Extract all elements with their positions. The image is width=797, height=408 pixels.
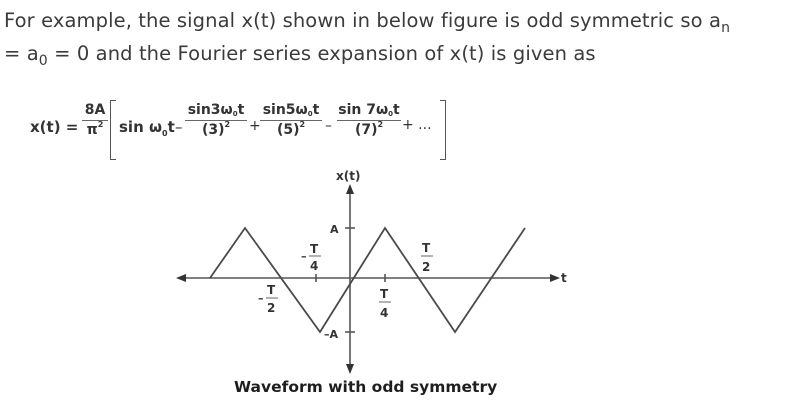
formula-lhs: x(t) = — [30, 118, 79, 136]
tick-label-minus-t-quarter: – T 4 — [301, 242, 321, 273]
waveform-figure: x(t) t A –A – T 2 – T 4 T 4 T 2 — [176, 169, 567, 374]
svg-text:T: T — [267, 283, 276, 297]
fraction-3: sin3ω0t (3)2 — [185, 102, 247, 139]
fourier-series-formula: x(t) = 8A π2 sin ω0t – sin3ω0t (3)2 + si… — [30, 98, 460, 162]
svg-text:T: T — [380, 287, 389, 301]
subscript: n — [721, 20, 731, 36]
svg-text:T: T — [310, 242, 319, 256]
svg-text:–: – — [301, 250, 307, 263]
fraction-7: sin 7ω0t (7)2 — [337, 102, 401, 138]
arrow-down-icon — [346, 364, 354, 374]
paragraph-line-2: = a0 = 0 and the Fourier series expansio… — [4, 37, 794, 70]
tick-label-t-half: T 2 — [421, 241, 433, 274]
minus-sign: – — [175, 118, 183, 136]
paragraph-text: = a — [4, 42, 39, 65]
arrow-left-icon — [176, 274, 186, 282]
plus-sign: + — [249, 118, 261, 134]
svg-text:2: 2 — [422, 260, 430, 274]
tick-label-minus-t-half: – T 2 — [258, 283, 278, 315]
paragraph-line-1: For example, the signal x(t) shown in be… — [4, 4, 794, 37]
amplitude-neg-label: –A — [324, 328, 339, 341]
explanation-paragraph: For example, the signal x(t) shown in be… — [4, 4, 794, 70]
x-axis-label: t — [561, 271, 567, 285]
term-sin-w0t: sin ω0t — [119, 118, 175, 138]
coefficient-fraction: 8A π2 — [82, 102, 108, 139]
paragraph-text: For example, the signal x(t) shown in be… — [4, 9, 722, 32]
svg-text:–: – — [258, 292, 264, 305]
left-bracket — [110, 100, 116, 160]
tick-label-t-quarter: T 4 — [379, 287, 391, 320]
arrow-up-icon — [346, 184, 354, 194]
subscript: 0 — [38, 53, 48, 69]
figure-caption: Waveform with odd symmetry — [234, 378, 498, 396]
amplitude-pos-label: A — [330, 223, 339, 236]
svg-text:2: 2 — [267, 301, 275, 315]
svg-text:4: 4 — [380, 306, 388, 320]
svg-text:T: T — [422, 241, 431, 255]
fraction-bar — [82, 120, 108, 121]
arrow-right-icon — [550, 274, 560, 282]
ellipsis: + ... — [402, 117, 432, 133]
triangle-waveform — [209, 226, 526, 334]
right-bracket — [440, 100, 446, 160]
denominator: π2 — [86, 120, 104, 139]
numerator: 8A — [84, 102, 106, 118]
fraction-5: sin5ω0t (5)2 — [260, 102, 322, 139]
svg-text:4: 4 — [310, 259, 318, 273]
y-axis-label: x(t) — [336, 169, 360, 183]
minus-sign: – — [325, 118, 332, 134]
paragraph-text: = 0 and the Fourier series expansion of … — [47, 42, 596, 65]
